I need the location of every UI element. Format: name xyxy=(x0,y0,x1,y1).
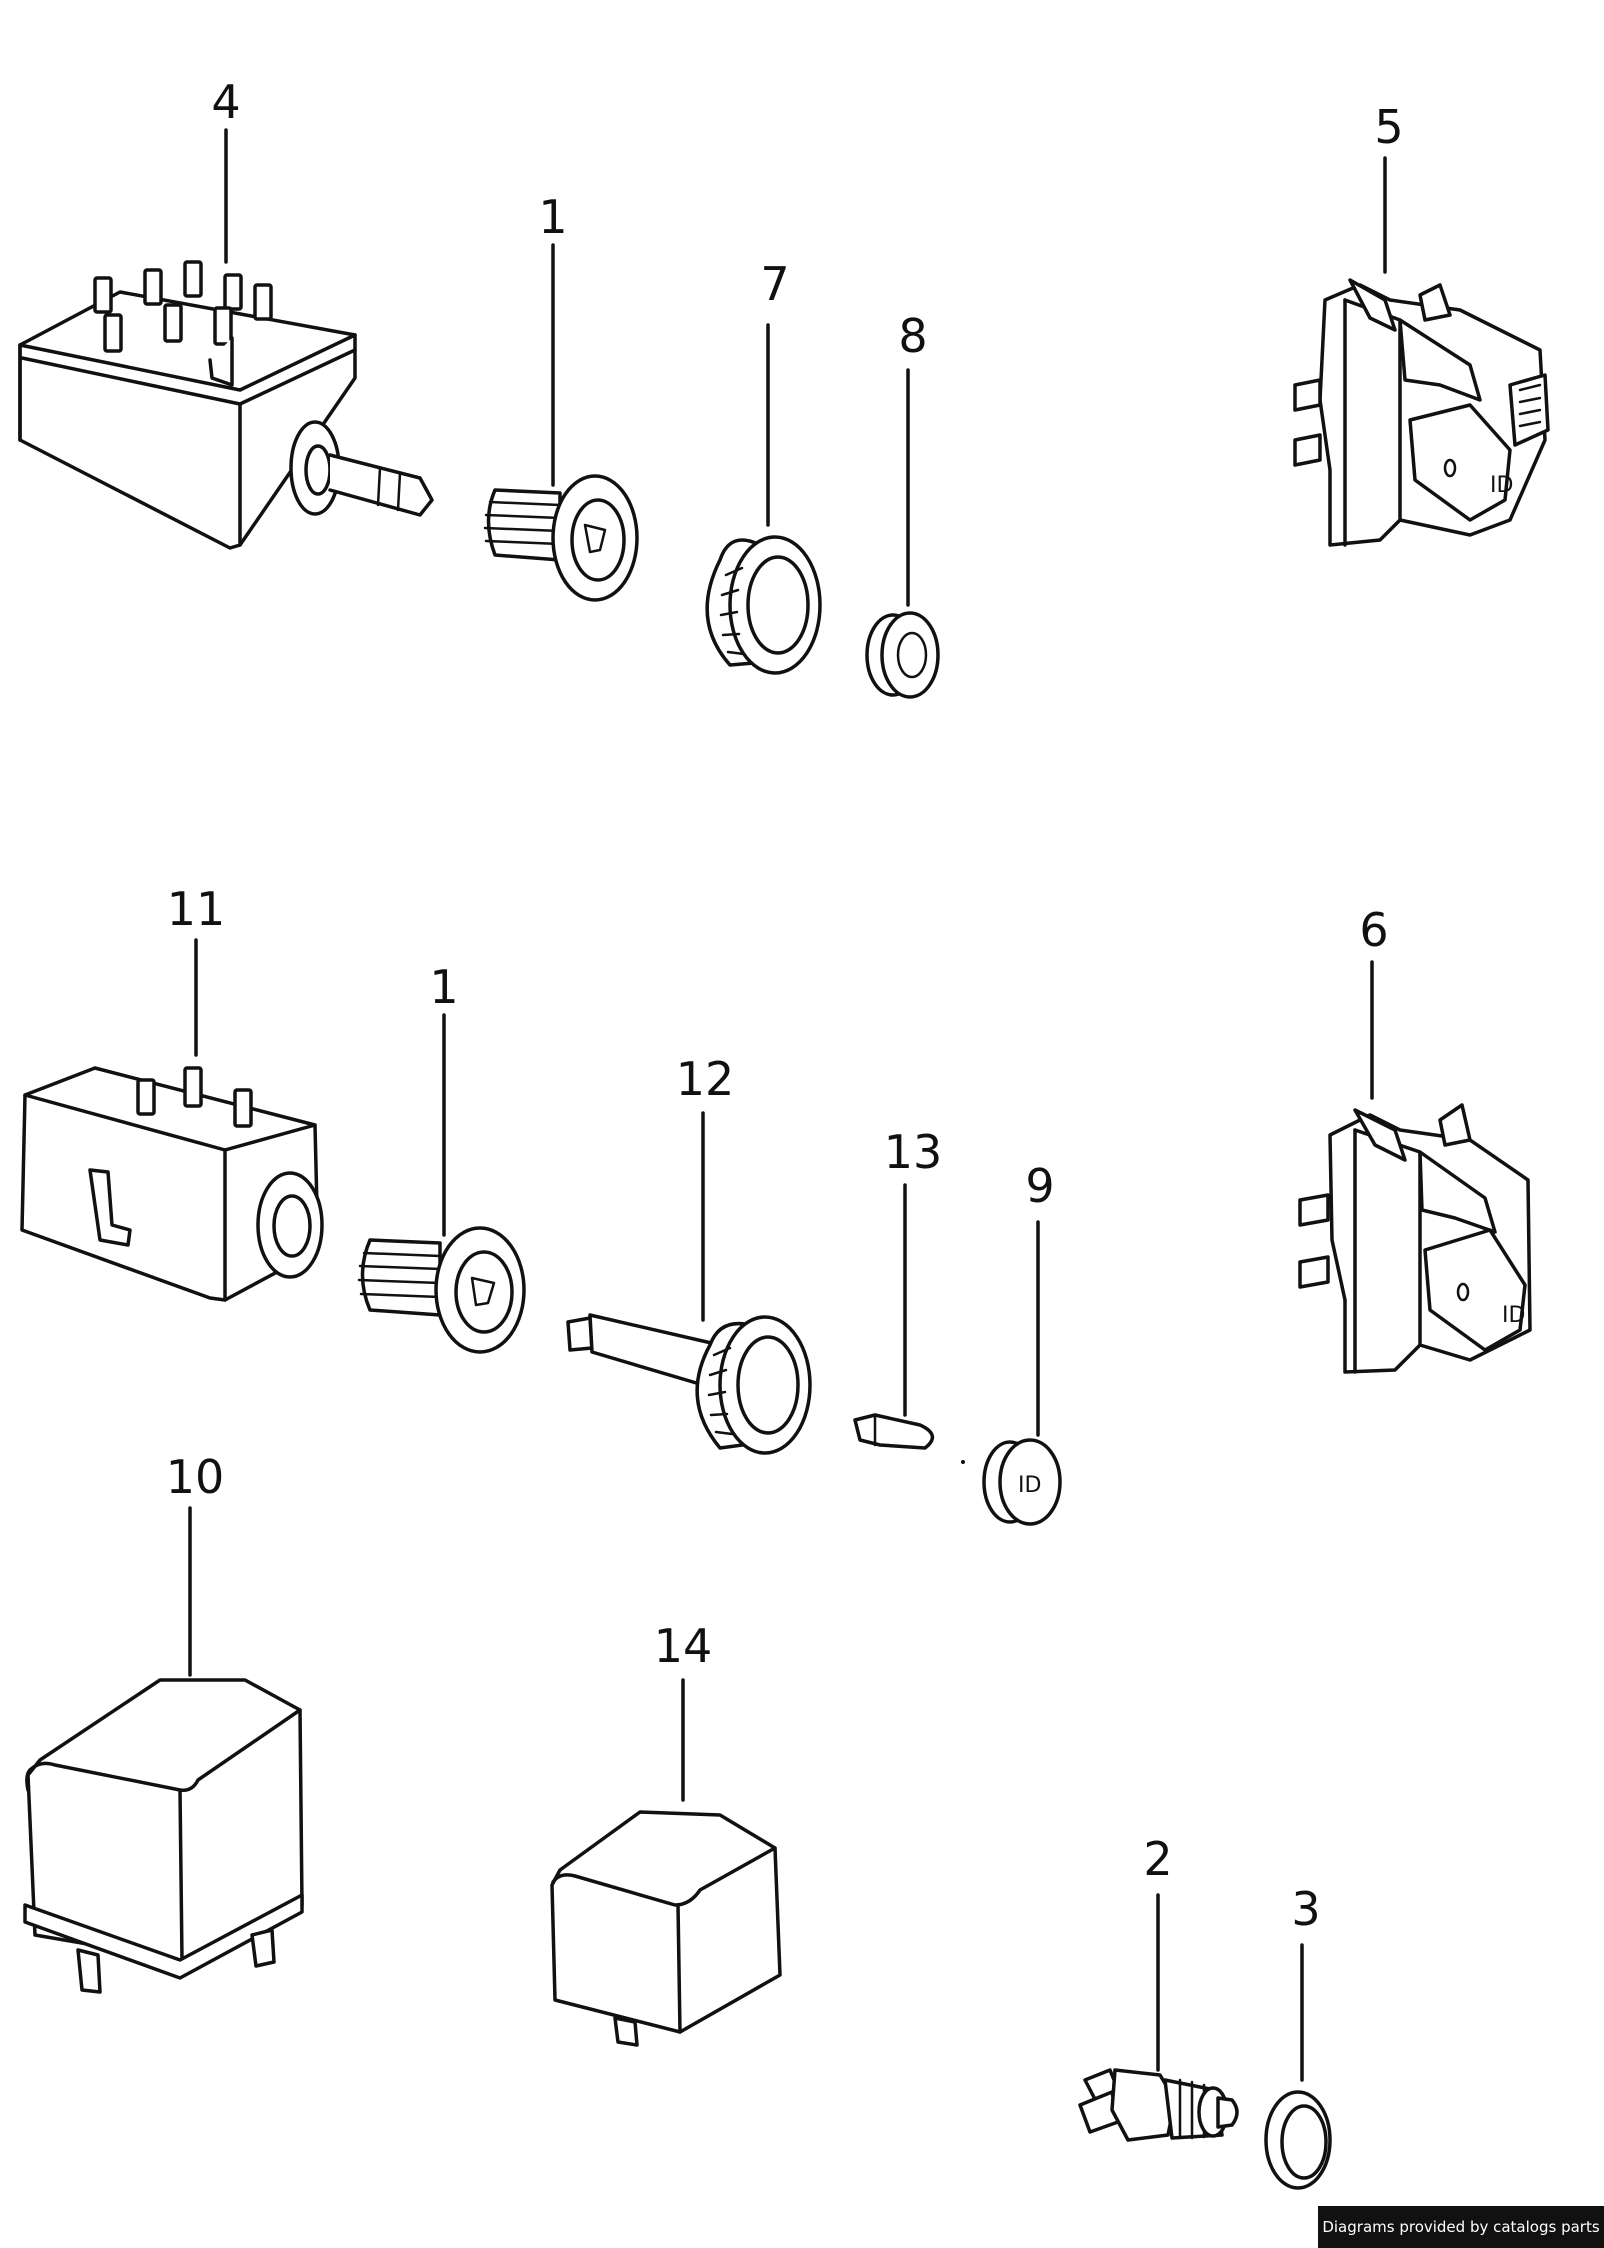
callout-7: 7 xyxy=(760,257,789,311)
callout-11: 11 xyxy=(167,882,226,936)
callout-8: 8 xyxy=(898,309,927,363)
callout-6: 6 xyxy=(1359,903,1388,957)
svg-text:ID: ID xyxy=(1490,473,1513,498)
part-10-relay-large: 10 xyxy=(23,1450,304,1994)
part-9-lens-cap: 9 ID xyxy=(982,1159,1062,1526)
callout-14: 14 xyxy=(654,1619,713,1673)
part-1-bushing-middle: 1 xyxy=(357,960,526,1354)
part-12-knob-with-stem: 12 xyxy=(566,1052,812,1455)
part-14-relay-small: 14 xyxy=(550,1619,782,2047)
callout-2: 2 xyxy=(1143,1832,1172,1886)
credit-banner: Diagrams provided by catalogs parts xyxy=(1318,2206,1604,2248)
part-2-sender: 2 xyxy=(1078,1832,1239,2142)
callout-13: 13 xyxy=(884,1125,943,1179)
part-3-seal-ring: 3 xyxy=(1264,1882,1332,2190)
callout-1: 1 xyxy=(538,190,567,244)
callout-5: 5 xyxy=(1374,100,1403,154)
part-6-rocker-switch: 6 ID xyxy=(1298,903,1532,1374)
part-8-lens-cap: 8 xyxy=(865,309,940,699)
callout-3: 3 xyxy=(1291,1882,1320,1936)
callout-9: 9 xyxy=(1025,1159,1054,1213)
part-1-bushing-top: 1 xyxy=(483,190,639,602)
part-5-rocker-switch: 5 ID xyxy=(1293,100,1550,547)
part-11-switch: 11 xyxy=(20,882,324,1302)
callout-4: 4 xyxy=(211,75,240,129)
callout-10: 10 xyxy=(166,1450,225,1504)
callout-12: 12 xyxy=(676,1052,735,1106)
callout-1: 1 xyxy=(429,960,458,1014)
svg-text:ID: ID xyxy=(1018,1473,1041,1498)
svg-text:ID: ID xyxy=(1502,1303,1525,1328)
part-7-knob: 7 xyxy=(705,257,822,675)
part-13-bulb: 13 xyxy=(853,1125,965,1464)
part-4-headlight-switch: 4 xyxy=(18,75,434,550)
